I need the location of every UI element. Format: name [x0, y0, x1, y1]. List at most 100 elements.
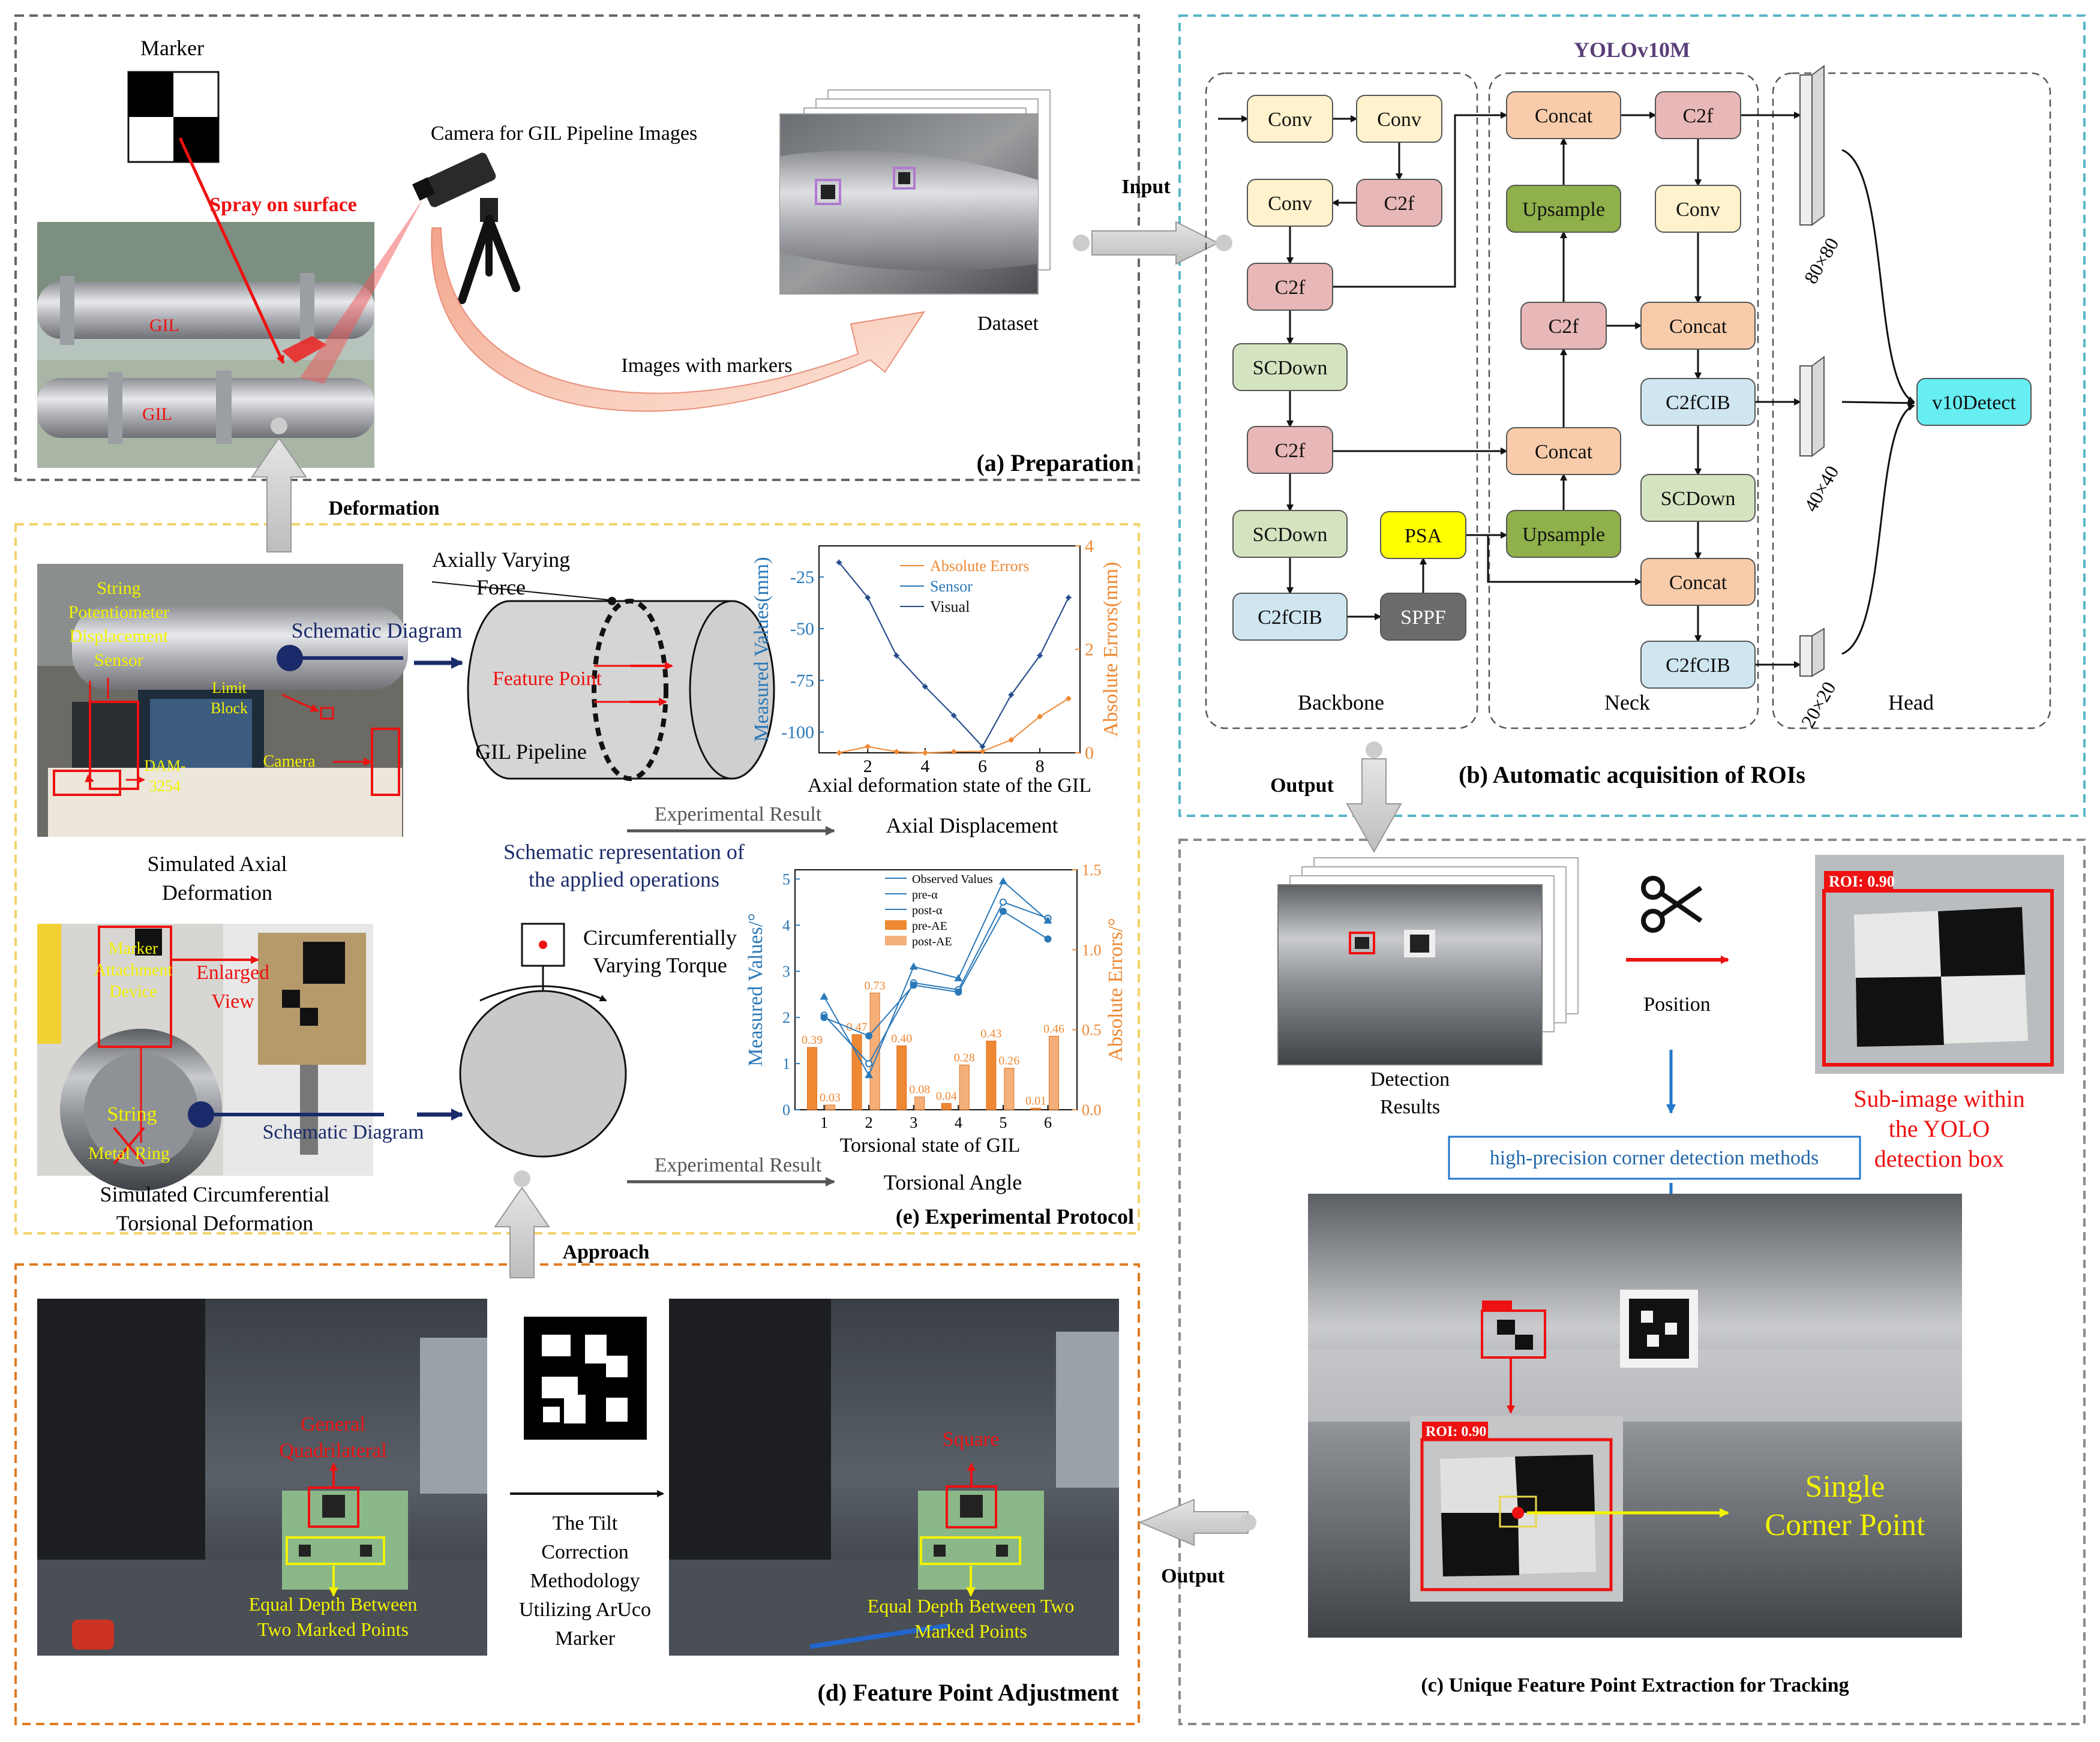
gil-label-2: GIL — [142, 404, 172, 424]
yolo-label-c2fcib: C2fCIB — [1258, 606, 1322, 629]
chart1-point — [1037, 653, 1042, 658]
head-group — [1772, 72, 2051, 729]
panel-a-title: (a) Preparation — [976, 449, 1134, 476]
chart1-ytick-label: -25 — [790, 567, 814, 587]
feature-map-80 — [1799, 65, 1825, 226]
torsion-setup-photo — [37, 924, 373, 1191]
square-label: Square — [943, 1428, 999, 1450]
dataset-label: Dataset — [977, 313, 1039, 335]
scale-40-label: 40×40 — [1799, 462, 1843, 515]
chart1-point — [1065, 695, 1072, 702]
chart2-data-label: 0.73 — [865, 979, 886, 992]
chart1-series-line-0 — [839, 698, 1069, 754]
chart2-ytick-label: 3 — [782, 963, 790, 980]
chart2-ytick-label: 4 — [782, 917, 790, 934]
chart1-point — [836, 560, 841, 565]
camera-beam — [300, 198, 424, 384]
gil-cylinder — [467, 597, 775, 781]
metal-ring-label: Metal Ring — [88, 1143, 170, 1163]
yolo-node-c2fcib1: C2fCIB — [1640, 378, 1756, 426]
yolo-label-psa: PSA — [1405, 525, 1442, 547]
output-label-b: Output — [1270, 774, 1334, 797]
model-name: YOLOv10M — [1574, 38, 1690, 62]
chart2-point — [999, 898, 1007, 906]
detection-results-stack — [1277, 857, 1579, 1065]
chart2-legend-label: pre-AE — [912, 920, 947, 933]
panel-e-title: (e) Experimental Protocol — [896, 1205, 1134, 1229]
scissors-icon — [1641, 876, 1703, 933]
chart1-legend-label: Visual — [930, 598, 970, 615]
chart1-xtick-label: 4 — [920, 756, 929, 776]
chart2-data-label: 0.46 — [1043, 1022, 1064, 1035]
corner-image: ROI: 0.90 — [1308, 1194, 1962, 1638]
chart2-bar — [1049, 1035, 1060, 1110]
deformation-label: Deformation — [328, 497, 439, 519]
chart2-xlabel: Torsional state of GIL — [840, 1134, 1021, 1157]
scale-80-label: 80×80 — [1799, 234, 1843, 287]
chart2-ylabel-right: Absolute Errors/° — [1105, 918, 1127, 1061]
neck-label: Neck — [1604, 690, 1650, 714]
panel-e-border — [14, 523, 1140, 1235]
yolo-label-conv3: Conv — [1268, 193, 1312, 215]
chart2-legend-label: Observed Values — [912, 873, 993, 886]
yolo-node-c2f-b: C2f — [1520, 302, 1607, 350]
yolo-node-psa: PSA — [1380, 511, 1466, 559]
yolo-label-c2f-b: C2f — [1549, 316, 1580, 338]
chart2-bar — [1004, 1068, 1015, 1110]
feature-point-label: Feature Point — [493, 668, 602, 690]
chart2-bar — [986, 1040, 997, 1110]
chart1-point — [1066, 595, 1071, 600]
chart1-point — [1009, 692, 1013, 697]
panel-a: Marker GIL GIL Spray on surface — [37, 36, 1134, 476]
equal-depth-box-2 — [920, 1536, 1021, 1565]
chart2-series-line-1 — [823, 880, 1049, 1077]
chart1-legend-label: Absolute Errors — [930, 557, 1029, 575]
panel-d-title: (d) Feature Point Adjustment — [817, 1679, 1119, 1706]
yolo-node-concat4: Concat — [1640, 558, 1756, 606]
panel-d-border — [14, 1263, 1140, 1725]
chart1-point — [836, 750, 842, 756]
method-box — [1448, 1136, 1861, 1180]
yolo-node-scdown2: SCDown — [1232, 510, 1348, 558]
chart2-data-label: 0.39 — [802, 1034, 823, 1047]
input-arrow: Input — [1073, 176, 1232, 265]
yolo-node-c2f-a: C2f — [1655, 91, 1741, 139]
input-label: Input — [1121, 176, 1171, 198]
chart2-bar — [851, 1034, 862, 1110]
chart2-xtick-label: 6 — [1044, 1114, 1052, 1131]
force-arrow — [431, 581, 610, 600]
chart1-xlabel: Axial deformation state of the GIL — [808, 774, 1091, 797]
yolo-label-c2f-a: C2f — [1683, 105, 1714, 127]
schematic-diagram-1: Schematic Diagram — [292, 618, 463, 642]
dataset-stack — [779, 89, 1051, 295]
method-label: high-precision corner detection methods — [1490, 1147, 1819, 1169]
chart2-data-label: 0.28 — [954, 1051, 975, 1064]
chart2-bar — [1031, 1107, 1042, 1110]
gil-label-1: GIL — [149, 316, 179, 335]
chart2-bar — [959, 1064, 970, 1110]
yolo-connections — [1218, 112, 1801, 668]
chart2-point — [1044, 935, 1052, 943]
head-curve-20 — [1841, 404, 1915, 655]
chart1-ytick-label: -75 — [790, 671, 814, 690]
chart2-data-label: 0.04 — [936, 1089, 957, 1103]
chart1-point — [952, 713, 956, 718]
chart1-ytick-right-label: 2 — [1085, 640, 1094, 660]
square-box — [946, 1485, 997, 1528]
yolo-label-c2fcib1: C2fCIB — [1666, 392, 1730, 414]
axial-displacement-label: Axial Displacement — [886, 813, 1058, 837]
chart2-point — [955, 988, 962, 996]
chart2-data-label: 0.08 — [909, 1083, 930, 1097]
chart1-point — [922, 750, 928, 756]
chart2-xtick-label: 5 — [999, 1114, 1007, 1131]
yolo-label-upsample2: Upsample — [1522, 524, 1605, 546]
